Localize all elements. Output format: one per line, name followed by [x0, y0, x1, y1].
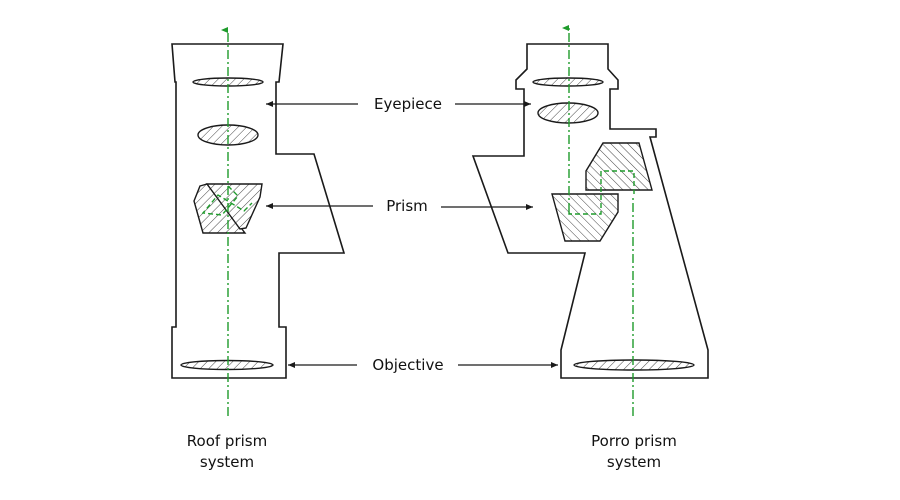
- porro-caption: Porro prism system: [591, 432, 677, 471]
- roof-binocular-housing: [171, 43, 346, 379]
- eyepiece-callout: Eyepiece: [266, 95, 531, 113]
- porro-prism-light-path: [568, 170, 635, 215]
- porro-binocular-housing: [471, 43, 709, 379]
- porro-prism-upper: [585, 142, 653, 191]
- eyepiece-label: Eyepiece: [374, 95, 442, 113]
- objective-callout: Objective: [288, 356, 558, 374]
- roof-caption: Roof prism system: [187, 432, 267, 471]
- objective-label: Objective: [372, 356, 443, 374]
- porro-caption-line1: Porro prism: [591, 432, 677, 450]
- roof-prism-right-piece: [205, 183, 263, 230]
- porro-eyepiece-lens-bottom: [537, 102, 599, 124]
- roof-caption-line2: system: [200, 453, 254, 471]
- prism-callout: Prism: [266, 197, 533, 215]
- roof-caption-line1: Roof prism: [187, 432, 267, 450]
- roof-objective-lens: [180, 359, 274, 371]
- porro-caption-line2: system: [607, 453, 661, 471]
- porro-eyepiece-lens-top: [532, 77, 604, 87]
- prism-label: Prism: [386, 197, 428, 215]
- porro-objective-lens: [573, 359, 695, 371]
- porro-prism-lower: [551, 193, 619, 242]
- porro-prism-system: [471, 25, 709, 416]
- roof-prism-left-piece: [193, 183, 247, 234]
- roof-prism-light-path: [201, 185, 253, 216]
- roof-prism-system: [171, 27, 346, 416]
